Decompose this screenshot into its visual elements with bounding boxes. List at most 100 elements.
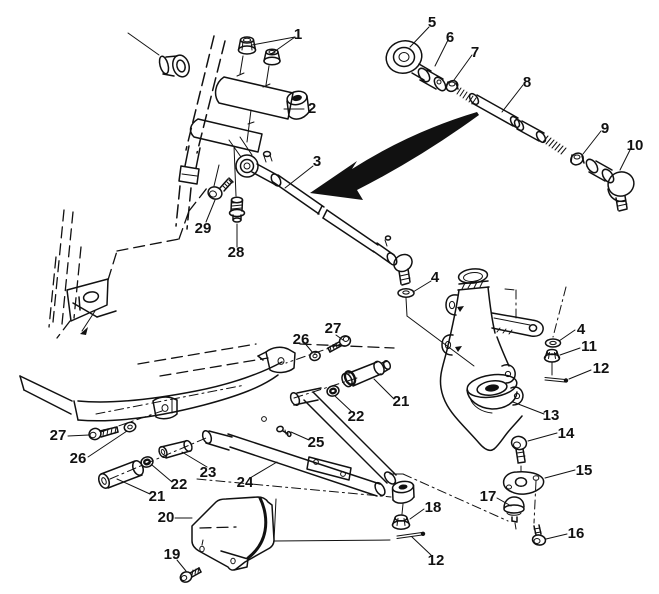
- nut-18: [391, 514, 411, 530]
- callout-7: 7: [471, 44, 479, 61]
- knuckle-right-edge-lower: [496, 336, 510, 367]
- callout-19: 19: [164, 546, 181, 563]
- callout-6: 6: [446, 29, 454, 46]
- callout-3: 3: [313, 153, 321, 170]
- retainer-plate-15: [502, 471, 545, 495]
- callout-18: 18: [425, 499, 442, 516]
- knuckle-left-edge: [439, 289, 495, 452]
- callout-21b: 21: [149, 488, 166, 505]
- callout-4b: 4: [577, 321, 586, 338]
- callout-10: 10: [627, 137, 644, 154]
- thread-ticks-left: [456, 87, 477, 105]
- callout-11: 11: [581, 338, 597, 355]
- clamp-nut-a: [237, 36, 257, 55]
- callout-1: 1: [294, 26, 302, 43]
- steering-arm: [491, 312, 544, 337]
- callout-26a: 26: [293, 331, 310, 348]
- nut-11: [543, 348, 561, 363]
- frame-plate-hole: [82, 291, 100, 303]
- frame-arrow-head: [80, 327, 88, 335]
- knuckle-right-edge-upper: [487, 286, 496, 334]
- jam-nut-9: [570, 152, 585, 166]
- callout-17: 17: [480, 488, 497, 505]
- callout-4a: 4: [431, 269, 440, 286]
- steering-column-assembly: [127, 32, 310, 230]
- a-arm-front-tube: [201, 429, 386, 497]
- callout-14: 14: [558, 425, 575, 442]
- washer-26-lower: [123, 421, 137, 433]
- tie-rod-exploded: [385, 40, 635, 212]
- grease-fitting-25: [261, 416, 292, 438]
- callout-29: 29: [195, 220, 212, 237]
- cotter-pin-12-a-arm: [396, 531, 426, 539]
- spacer-21-upper: [341, 359, 392, 388]
- ball-joint-housing-18: [389, 473, 415, 504]
- washer-4-tie-rod: [397, 288, 415, 298]
- a-arm-assembly: [196, 387, 509, 542]
- frame-tube-assembly: [19, 335, 395, 489]
- leader-lines: [67, 26, 632, 572]
- a-arm-rear-tube: [289, 387, 397, 485]
- callout-25: 25: [308, 434, 325, 451]
- frame-arrow-line: [81, 310, 96, 332]
- tie-rod-inner-end: [235, 150, 282, 187]
- bolt-27-lower: [88, 426, 119, 441]
- callout-28: 28: [228, 244, 245, 261]
- bushing-28: [228, 196, 246, 223]
- ball-joint-17: [503, 496, 525, 523]
- stud-axis-lines: [213, 55, 271, 197]
- spindle-tab-2: [441, 334, 454, 356]
- callout-21a: 21: [393, 393, 410, 410]
- callout-27b: 27: [50, 427, 67, 444]
- handlebar-stub: [158, 54, 190, 78]
- frame-plate: [66, 278, 109, 322]
- callout-2: 2: [308, 100, 316, 117]
- spacer-21-lower: [97, 460, 145, 489]
- frame-bracket-upper: [257, 346, 296, 374]
- handlebar-line: [127, 32, 160, 56]
- callouts: 1 2 3 4 4 5 6 7 8 9 10 11 12 12 13 14 15…: [50, 14, 644, 569]
- callout-13: 13: [543, 407, 560, 424]
- bushing-part2: [286, 90, 310, 120]
- callout-12a: 12: [593, 360, 610, 377]
- tie-rod-shaft: [272, 174, 379, 253]
- callout-27a: 27: [325, 320, 342, 337]
- frame-tube-bottom: [77, 374, 279, 422]
- rod-end-10: [585, 158, 635, 212]
- frame-tube-top: [77, 361, 283, 403]
- callout-22a: 22: [348, 408, 365, 425]
- rod-end-5: [385, 40, 432, 81]
- adapter-6: [417, 67, 447, 92]
- tube-23: [158, 439, 193, 459]
- steering-shaft: [175, 35, 226, 230]
- washer-22-upper: [326, 385, 340, 397]
- a-arm-cross-plate: [306, 456, 352, 481]
- callout-5: 5: [428, 14, 436, 31]
- frame-phantom: [48, 187, 208, 339]
- tie-rod-assembled: [235, 150, 475, 367]
- tie-rod-outer-end: [372, 235, 413, 286]
- shaft-collar: [178, 165, 200, 185]
- bolt-29: [207, 177, 234, 200]
- callout-23: 23: [200, 464, 217, 481]
- tie-rod-8: [468, 92, 547, 144]
- hub: [466, 373, 518, 414]
- callout-9: 9: [601, 120, 609, 137]
- bolt-16: [531, 524, 547, 546]
- washer-26-upper: [309, 350, 321, 362]
- spindle-tab-1: [445, 294, 458, 316]
- callout-16: 16: [568, 525, 585, 542]
- washer-4-knuckle: [544, 338, 562, 348]
- callout-24: 24: [237, 474, 254, 491]
- cotter-pin-12-knuckle: [544, 377, 569, 383]
- callout-20: 20: [158, 509, 175, 526]
- jam-nut-7: [445, 79, 459, 93]
- clamp-nut-b: [263, 48, 281, 66]
- callout-22b: 22: [171, 476, 188, 493]
- callout-12b: 12: [428, 552, 445, 569]
- a-arm-guard: [191, 496, 275, 571]
- callout-26b: 26: [70, 450, 87, 467]
- frame-bracket-lower: [152, 396, 178, 420]
